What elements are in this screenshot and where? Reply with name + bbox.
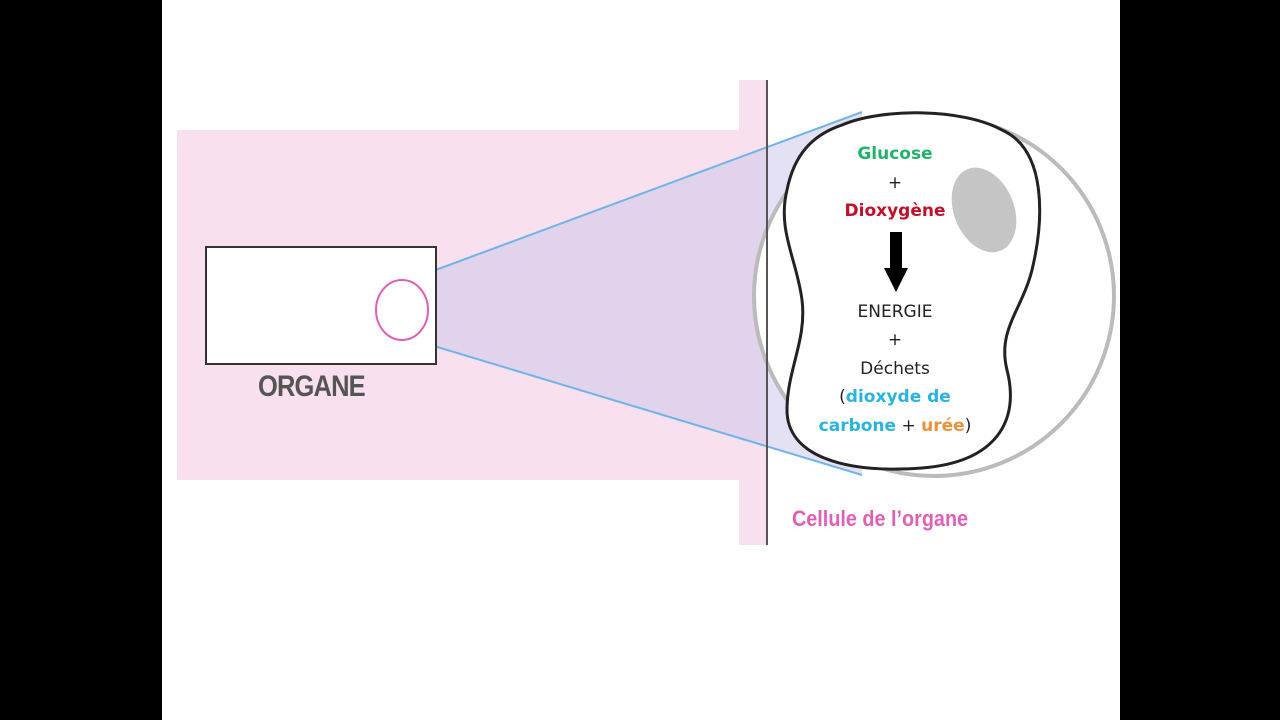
zoom-cone-bottom-edge (413, 339, 863, 476)
energie-label: ENERGIE (857, 301, 933, 322)
slide: ORGANE Cellule de l’organe Glucose + Dio… (162, 0, 1120, 720)
divider-line (766, 80, 768, 545)
organ-label: ORGANE (258, 370, 366, 403)
carbone-label: carbone (818, 415, 897, 436)
plus-sign: + (887, 172, 903, 193)
zoom-cone-top-edge (413, 111, 863, 279)
plus-sign: + (896, 415, 922, 436)
paren-close: ) (964, 415, 972, 436)
cell-label: Cellule de l’organe (792, 506, 969, 531)
paren-open: ( (839, 387, 846, 407)
uree-label: urée (921, 415, 965, 436)
dechets-label: Déchets (860, 358, 930, 379)
dioxyde-label: dioxyde de (845, 387, 951, 407)
cell-equation: Glucose + Dioxygène ENERGIE + Déchets (d… (812, 140, 978, 440)
zoom-cone (414, 112, 862, 475)
magnifier-circle (375, 279, 429, 341)
nucleus (951, 167, 1017, 253)
down-arrow-icon (884, 231, 908, 292)
glucose-label: Glucose (857, 144, 933, 164)
zoom-diagram (205, 111, 1116, 478)
dioxygene-label: Dioxygène (844, 201, 946, 221)
plus-sign: + (887, 330, 903, 350)
